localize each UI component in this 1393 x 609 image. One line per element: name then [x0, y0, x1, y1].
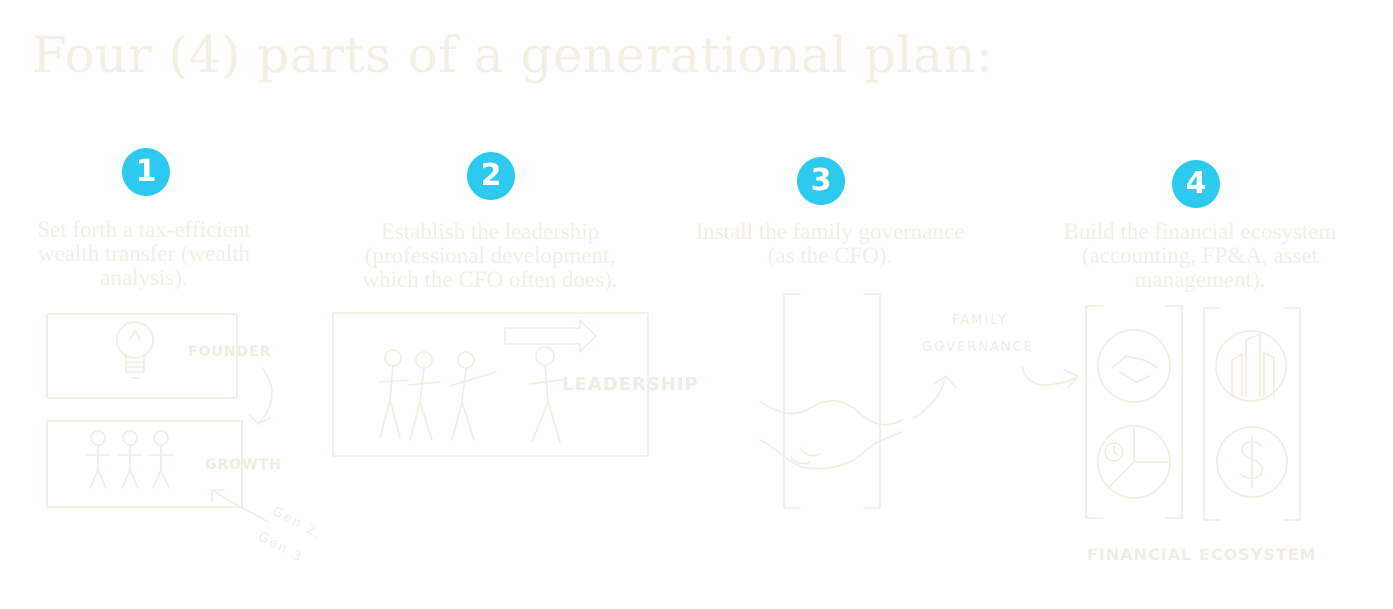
leadership-frame: [332, 312, 649, 457]
pie-chart-icon: [1097, 425, 1171, 499]
arrow-up-icon: [913, 375, 957, 419]
stick-figures-leadership: [377, 346, 563, 443]
founder-frame: [46, 313, 238, 399]
founder-label: FOUNDER: [188, 344, 272, 360]
growth-frame: [46, 420, 243, 508]
governance-frame: [783, 293, 881, 509]
growth-label: GROWTH: [205, 457, 282, 473]
ecosystem-frame-left: [1085, 305, 1183, 519]
step-3-text: Install the family governance (as the CF…: [695, 219, 965, 268]
step-3-badge: 3: [797, 157, 845, 205]
handshake-circle-icon: [1097, 329, 1171, 403]
step-2-badge: 2: [467, 152, 515, 200]
step-4-badge: 4: [1172, 160, 1220, 208]
page-title: Four (4) parts of a generational plan:: [32, 26, 994, 84]
ecosystem-label: FINANCIAL ECOSYSTEM: [1087, 545, 1317, 564]
arrow-down-icon: [249, 367, 273, 425]
step-1-text: Set forth a tax-efficient wealth transfe…: [37, 217, 251, 290]
step-4-text: Build the financial ecosystem (accountin…: [1063, 219, 1337, 292]
leadership-label: LEADERSHIP: [562, 374, 699, 395]
governance-label: GOVERNANCE: [922, 340, 1034, 355]
step-1-badge: 1: [122, 148, 170, 196]
step-2-text: Establish the leadership (professional d…: [362, 219, 618, 292]
arrow-gen-icon: [211, 489, 269, 523]
lightbulb-icon: [116, 321, 154, 379]
arrow-right-curve-icon: [1021, 365, 1079, 389]
dollar-icon: [1216, 426, 1288, 498]
stick-figures-growth: [85, 430, 174, 489]
arrow-right-icon: [504, 319, 597, 353]
handshake-icon: [759, 399, 903, 470]
ecosystem-frame-right: [1203, 307, 1301, 521]
buildings-icon: [1215, 330, 1287, 402]
family-label: FAMILY: [952, 313, 1008, 328]
